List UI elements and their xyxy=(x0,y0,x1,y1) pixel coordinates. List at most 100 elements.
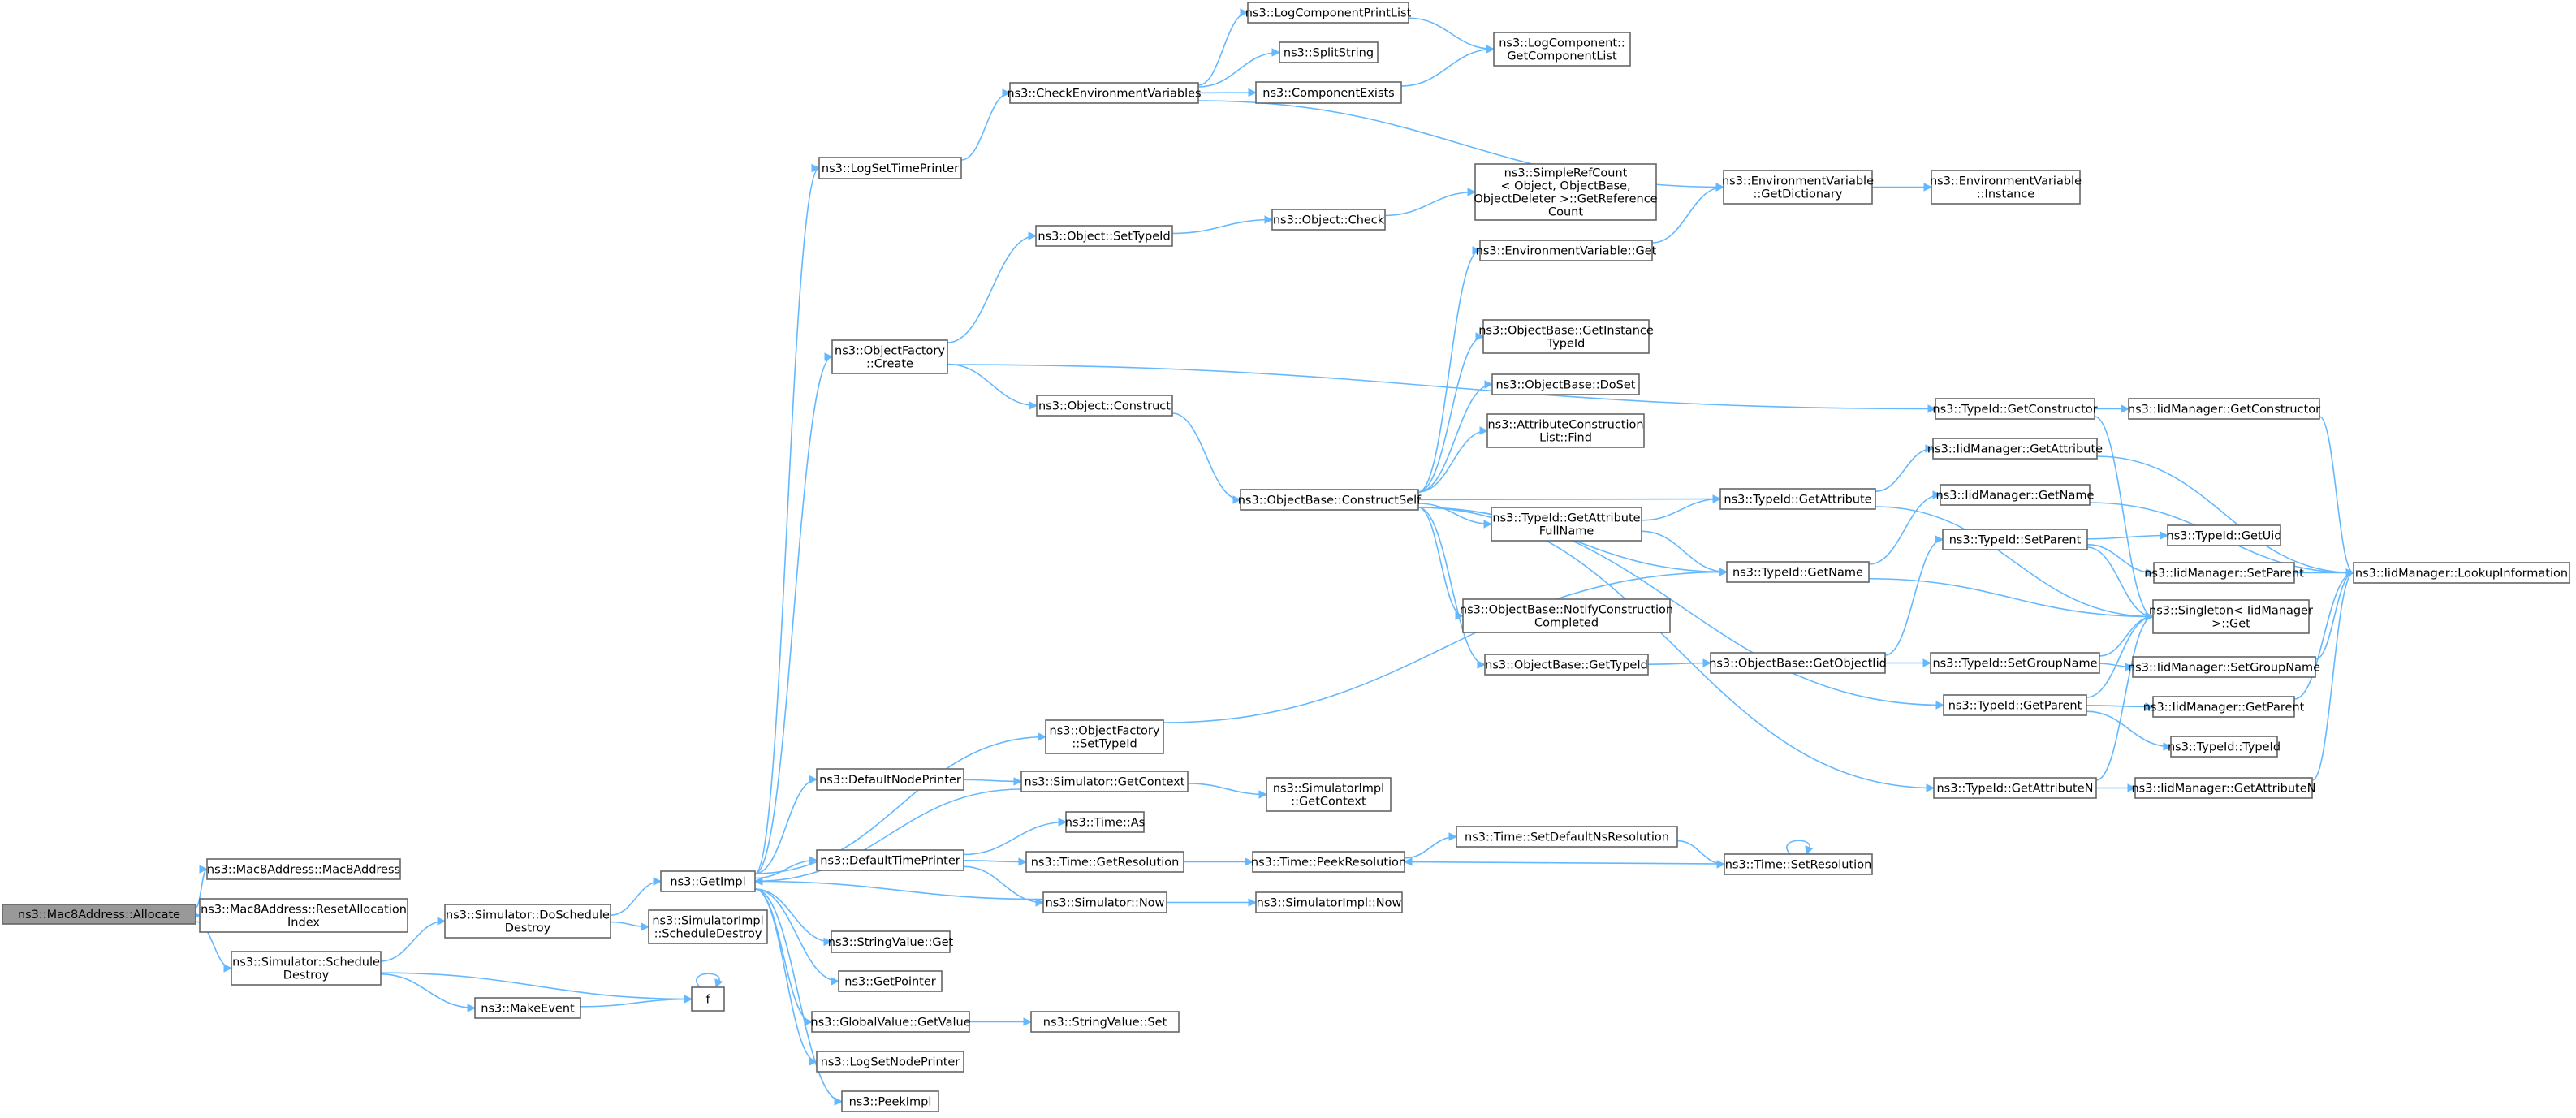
node-iidMgrSetGroupName[interactable]: ns3::IidManager::SetGroupName xyxy=(2128,656,2320,678)
node-mac8ctor[interactable]: ns3::Mac8Address::Mac8Address xyxy=(206,858,401,880)
node-iidMgrGetName[interactable]: ns3::IidManager::GetName xyxy=(1936,484,2095,506)
node-label: ns3::AttributeConstruction xyxy=(1487,419,1643,432)
node-box xyxy=(838,970,943,992)
node-box xyxy=(648,909,768,944)
edge-f-to-f xyxy=(696,973,723,989)
node-iidMgrSetParent[interactable]: ns3::IidManager::SetParent xyxy=(2144,562,2304,584)
node-logCompGetList[interactable]: ns3::LogComponent::GetComponentList xyxy=(1493,32,1631,67)
edge-doSchedDestroy-to-simImplSchedDestroy xyxy=(610,921,650,931)
node-box xyxy=(2152,696,2295,718)
node-singletonGet[interactable]: ns3::Singleton< IidManager>::Get xyxy=(2149,599,2313,634)
node-objFactorySetTypeId[interactable]: ns3::ObjectFactory::SetTypeId xyxy=(1045,719,1164,754)
node-simImplSchedDestroy[interactable]: ns3::SimulatorImpl::ScheduleDestroy xyxy=(648,909,768,944)
node-typeIdGetConstructor[interactable]: ns3::TypeId::GetConstructor xyxy=(1932,398,2098,420)
node-defaultNodePrinter[interactable]: ns3::DefaultNodePrinter xyxy=(816,768,964,791)
node-iidMgrGetParent[interactable]: ns3::IidManager::GetParent xyxy=(2143,696,2305,718)
node-defaultTimePrinter[interactable]: ns3::DefaultTimePrinter xyxy=(816,849,964,871)
edge-objectSetTypeId-to-objectCheck xyxy=(1171,215,1274,235)
node-box xyxy=(1279,41,1379,63)
node-typeIdGetAttribute[interactable]: ns3::TypeId::GetAttribute xyxy=(1719,488,1876,510)
node-timeAs[interactable]: ns3::Time::As xyxy=(1065,811,1145,833)
node-envVarGet[interactable]: ns3::EnvironmentVariable::Get xyxy=(1476,240,1657,261)
node-getImpl[interactable]: ns3::GetImpl xyxy=(660,870,756,892)
node-logCompPrintList[interactable]: ns3::LogComponentPrintList xyxy=(1245,2,1412,24)
node-iidMgrGetAttributeN[interactable]: ns3::IidManager::GetAttributeN xyxy=(2131,777,2316,799)
node-iidMgrLookupInfo[interactable]: ns3::IidManager::LookupInformation xyxy=(2353,562,2570,584)
node-typeIdSetParent[interactable]: ns3::TypeId::SetParent xyxy=(1942,529,2088,550)
node-timeGetResolution[interactable]: ns3::Time::GetResolution xyxy=(1025,851,1184,873)
node-allocate[interactable]: ns3::Mac8Address::Allocate xyxy=(2,904,196,925)
node-objBaseGetTypeId[interactable]: ns3::ObjectBase::GetTypeId xyxy=(1484,654,1649,676)
edge-makeEvent-to-f xyxy=(580,995,693,1008)
node-f[interactable]: f xyxy=(691,986,725,1012)
node-getPointer[interactable]: ns3::GetPointer xyxy=(838,970,943,992)
node-label: ns3::IidManager::GetParent xyxy=(2143,701,2305,714)
edge-timeSetResolution-to-timeSetResolution xyxy=(1786,840,1814,856)
node-objectConstruct[interactable]: ns3::Object::Construct xyxy=(1036,395,1173,417)
node-objectCheck[interactable]: ns3::Object::Check xyxy=(1271,209,1386,231)
node-box xyxy=(1930,652,2100,674)
edge-typeIdGetAttributeN-to-singletonGet xyxy=(2095,612,2155,781)
node-simGetContext[interactable]: ns3::Simulator::GetContext xyxy=(1020,771,1189,792)
node-box xyxy=(199,898,408,933)
node-logSetTimePrinter[interactable]: ns3::LogSetTimePrinter xyxy=(818,157,962,179)
node-timePeekResolution[interactable]: ns3::Time::PeekResolution xyxy=(1251,851,1406,873)
node-typeIdGetName[interactable]: ns3::TypeId::GetName xyxy=(1726,561,1870,583)
node-iidMgrGetAttribute[interactable]: ns3::IidManager::GetAttribute xyxy=(1927,438,2103,460)
node-box xyxy=(1009,82,1199,104)
node-timeSetResolution[interactable]: ns3::Time::SetResolution xyxy=(1724,853,1873,875)
node-checkEnv[interactable]: ns3::CheckEnvironmentVariables xyxy=(1007,82,1202,104)
node-box xyxy=(2132,656,2316,678)
node-stringValueSet[interactable]: ns3::StringValue::Set xyxy=(1030,1011,1180,1033)
node-schedDestroy[interactable]: ns3::Simulator::ScheduleDestroy xyxy=(231,951,382,986)
node-box xyxy=(1932,438,2098,460)
node-iidMgrGetConstructor[interactable]: ns3::IidManager::GetConstructor xyxy=(2128,398,2320,420)
node-objBaseNotifyConstruction[interactable]: ns3::ObjectBase::NotifyConstructionCompl… xyxy=(1460,598,1673,633)
edge-defaultTimePrinter-to-timeGetResolution xyxy=(963,857,1028,866)
edge-objBaseConstructSelf-to-typeIdGetAttrFullName xyxy=(1417,503,1493,529)
node-typeIdTypeId[interactable]: ns3::TypeId::TypeId xyxy=(2168,736,2280,758)
node-box xyxy=(1726,561,1870,583)
node-splitString[interactable]: ns3::SplitString xyxy=(1279,41,1379,63)
node-box xyxy=(816,1051,964,1073)
node-peekImpl[interactable]: ns3::PeekImpl xyxy=(841,1090,939,1112)
node-objectSetTypeId[interactable]: ns3::Object::SetTypeId xyxy=(1035,225,1173,247)
node-label: ns3::ObjectBase::NotifyConstruction xyxy=(1460,604,1673,617)
node-timeSetDefaultNsRes[interactable]: ns3::Time::SetDefaultNsResolution xyxy=(1456,826,1678,848)
node-makeEvent[interactable]: ns3::MakeEvent xyxy=(474,997,581,1019)
node-simpleRefCount[interactable]: ns3::SimpleRefCount< Object, ObjectBase,… xyxy=(1474,163,1658,221)
node-objBaseConstructSelf[interactable]: ns3::ObjectBase::ConstructSelf xyxy=(1238,489,1422,511)
node-box xyxy=(1042,891,1167,913)
edge-timeGetResolution-to-timePeekResolution xyxy=(1184,857,1254,866)
node-label: Completed xyxy=(1534,617,1599,630)
node-typeIdGetParent[interactable]: ns3::TypeId::GetParent xyxy=(1943,694,2087,716)
edge-objFactoryCreate-to-objectSetTypeId xyxy=(947,231,1038,343)
node-objBaseDoSet[interactable]: ns3::ObjectBase::DoSet xyxy=(1491,373,1640,395)
node-objBaseGetObjectIid[interactable]: ns3::ObjectBase::GetObjectIid xyxy=(1709,652,1887,674)
node-typeIdGetAttributeN[interactable]: ns3::TypeId::GetAttributeN xyxy=(1933,777,2097,799)
node-label: GetComponentList xyxy=(1507,50,1617,63)
node-envVarGetDictionary[interactable]: ns3::EnvironmentVariable::GetDictionary xyxy=(1722,170,1874,205)
node-typeIdSetGroupName[interactable]: ns3::TypeId::SetGroupName xyxy=(1930,652,2100,674)
node-stringValueGet[interactable]: ns3::StringValue::Get xyxy=(828,930,954,953)
edge-globalValueGetValue-to-stringValueSet xyxy=(969,1017,1033,1026)
node-label: ns3::GlobalValue::GetValue xyxy=(810,1017,970,1030)
node-simImplGetContext[interactable]: ns3::SimulatorImpl::GetContext xyxy=(1266,777,1392,812)
node-componentExists[interactable]: ns3::ComponentExists xyxy=(1255,81,1402,104)
node-simImplNow[interactable]: ns3::SimulatorImpl::Now xyxy=(1255,891,1403,913)
edge-iidMgrGetAttribute-to-iidMgrLookupInfo xyxy=(2096,455,2355,577)
node-logSetNodePrinter[interactable]: ns3::LogSetNodePrinter xyxy=(816,1051,964,1073)
node-box xyxy=(1456,826,1678,848)
node-typeIdGetUid[interactable]: ns3::TypeId::GetUid xyxy=(2167,524,2282,546)
node-box xyxy=(231,951,382,986)
node-envVarInstance[interactable]: ns3::EnvironmentVariable::Instance xyxy=(1930,170,2082,205)
node-globalValueGetValue[interactable]: ns3::GlobalValue::GetValue xyxy=(810,1011,971,1033)
edge-timeSetResolution-to-timePeekResolution xyxy=(1403,857,1725,866)
node-simNow[interactable]: ns3::Simulator::Now xyxy=(1042,891,1167,913)
node-objFactoryCreate[interactable]: ns3::ObjectFactory::Create xyxy=(831,339,948,374)
